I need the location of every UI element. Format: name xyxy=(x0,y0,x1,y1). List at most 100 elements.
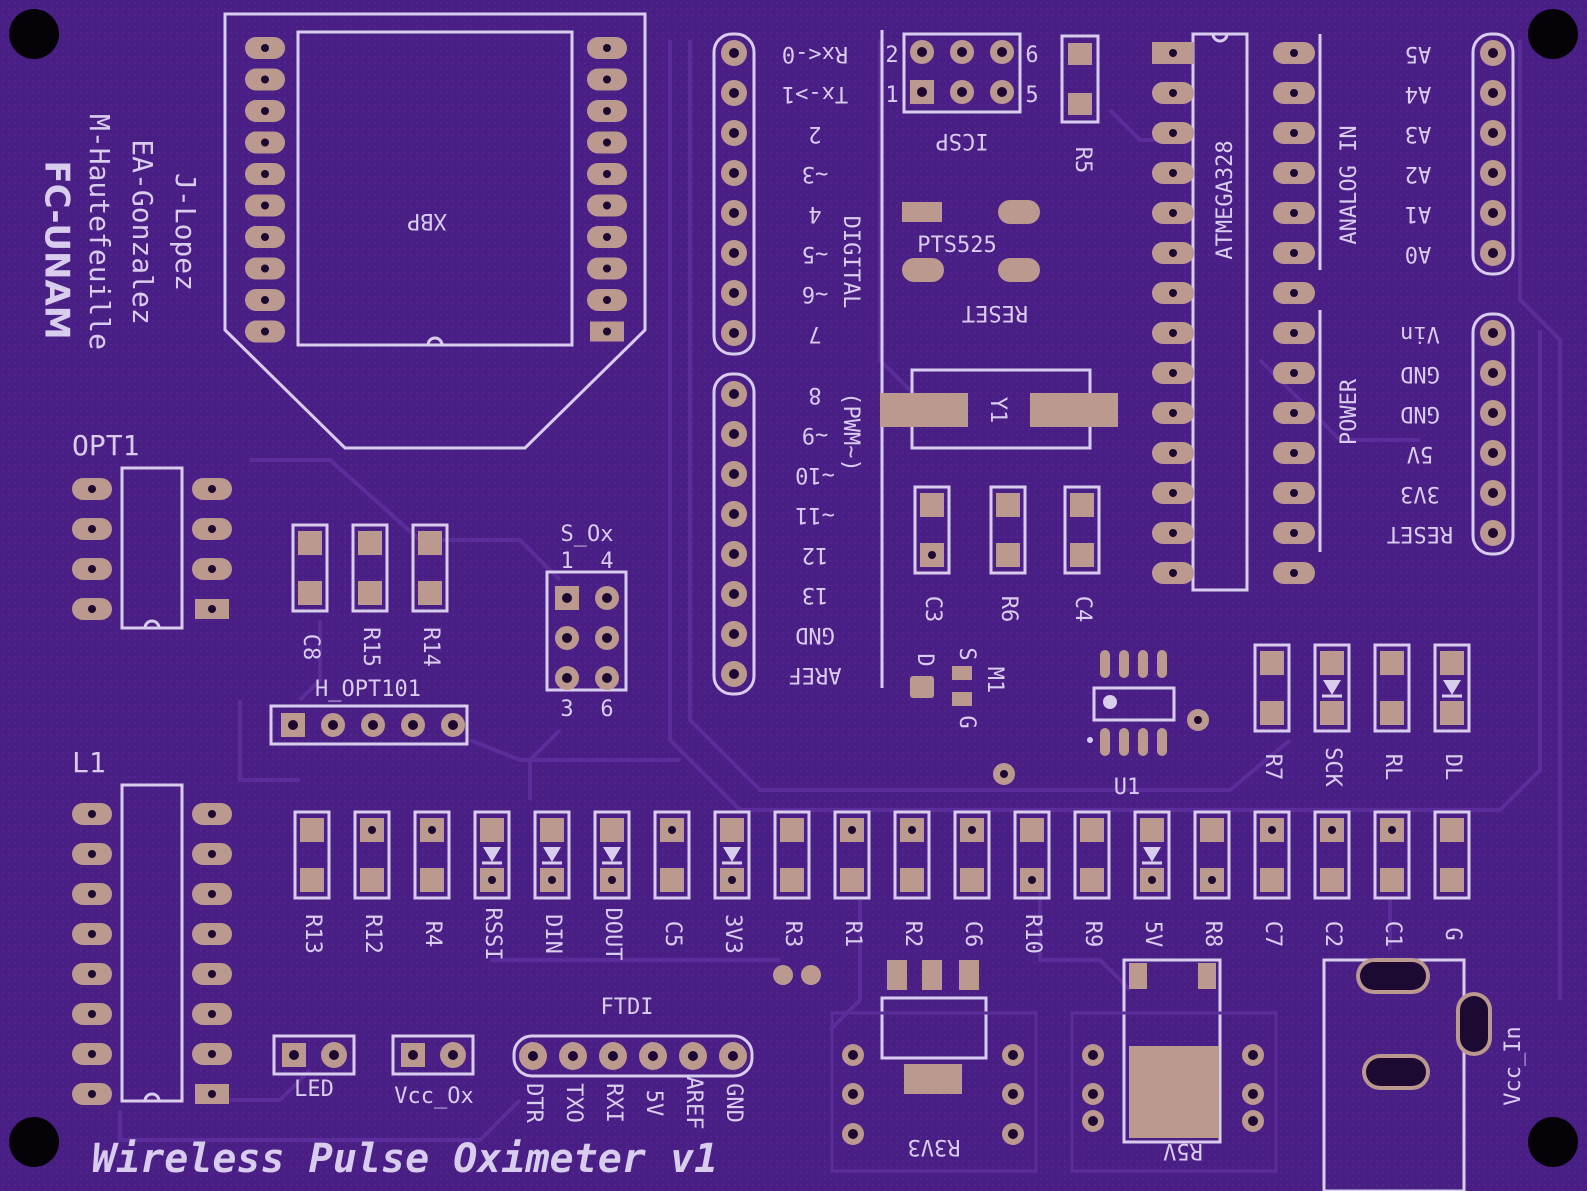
mount-hole-top-right xyxy=(1528,9,1578,59)
h-opt101-label: H_OPT101 xyxy=(315,677,421,702)
ftdi-pad-1-hole xyxy=(568,1051,578,1061)
part-row-g: G xyxy=(1433,810,1471,941)
digital-label: DIGITAL xyxy=(838,216,863,309)
u1-pad-bottom-2 xyxy=(1119,728,1129,756)
u1-chip: U1 xyxy=(1087,650,1209,800)
digital-pad-15-hole xyxy=(729,669,739,679)
xbee-pads-left xyxy=(245,37,285,343)
part-mid-c3-label: C3 xyxy=(920,596,945,623)
h-opt101-pad-2-hole xyxy=(328,720,338,730)
digital-pin-label-9: ~9 xyxy=(802,422,829,447)
atmega-pad-right-hole-7 xyxy=(1290,289,1298,297)
digital-pin-label-5-group: ~5 xyxy=(802,241,829,266)
part-row-rssi-pad-1 xyxy=(480,818,504,842)
s-ox-label: S_Ox xyxy=(561,522,614,547)
via-2-hole xyxy=(1194,716,1202,724)
atmega-pad-left-hole-5 xyxy=(1169,209,1177,217)
h-opt101-pad-4-hole xyxy=(408,720,418,730)
part-row-c1-label-group: C1 xyxy=(1380,921,1405,948)
power-label-group: POWER xyxy=(1337,378,1362,445)
part-row-r9-pad-1 xyxy=(1080,818,1104,842)
power-label: POWER xyxy=(1337,378,1362,445)
part-mid-r6-pad-1 xyxy=(996,493,1020,517)
digital-pin-label-10-group: ~10 xyxy=(795,462,835,487)
digital-pin-label-14-group: GND xyxy=(795,622,835,647)
power-pin-label-2-group: GND xyxy=(1400,401,1440,426)
analog-pin-label-4: A1 xyxy=(1405,201,1432,226)
credits-block: FC-UNAM xyxy=(37,160,77,339)
pts525-pad-2 xyxy=(998,200,1040,224)
led-pad-2-hole xyxy=(329,1050,339,1060)
part-row-3v3: 3V3 xyxy=(713,810,751,954)
part-row-c6: C6 xyxy=(953,810,991,948)
icsp-pad-1-hole xyxy=(917,47,927,57)
r3v3-label: R3V3 xyxy=(908,1134,961,1159)
digital-pin-label-2-group: 2 xyxy=(808,121,821,146)
part-row-c2-label: C2 xyxy=(1320,921,1345,948)
digital-pin-label-14: GND xyxy=(795,622,835,647)
part-mid-c3-pad-1 xyxy=(920,493,944,517)
credit-hautefeuille: M-Hautefeuille xyxy=(83,114,116,350)
r5-pad-2 xyxy=(1068,93,1092,115)
atmega-pad-left-hole-8 xyxy=(1169,329,1177,337)
small-parts-mid: C3 R6 C4 xyxy=(913,485,1101,623)
digital-pin-label-2: 2 xyxy=(808,121,821,146)
atmega-pad-left-hole-2 xyxy=(1169,89,1177,97)
l1-pad-right-7-hole xyxy=(208,1050,216,1058)
part-row-r4-pad-2 xyxy=(420,868,444,892)
part-row-g-label: G xyxy=(1440,927,1465,940)
atmega-pad-left-hole-10 xyxy=(1169,409,1177,417)
digital-pin-label-5: ~5 xyxy=(802,241,829,266)
r3v3-label-group: R3V3 xyxy=(908,1134,961,1159)
part-mid-r6-label: R6 xyxy=(996,596,1021,623)
m1-transistor: D S G M1 xyxy=(910,647,1015,785)
atmega-pad-right-hole-12 xyxy=(1290,489,1298,497)
part-mid-c4-label-group: C4 xyxy=(1070,596,1095,623)
r5-label-group: R5 xyxy=(1070,147,1095,174)
part-row-c2-label-group: C2 xyxy=(1320,921,1345,948)
digital-pad-2-hole xyxy=(729,128,739,138)
l1-pad-right-4-hole xyxy=(208,930,216,938)
part-row-c7-label-group: C7 xyxy=(1260,921,1285,948)
atmega-label: ATMEGA328 xyxy=(1213,140,1238,259)
digital-pad-5-hole xyxy=(729,248,739,258)
atmega-chip: ATMEGA328 xyxy=(1152,32,1315,592)
mount-hole-top-left xyxy=(9,9,59,59)
opt1-pad-right-3-hole xyxy=(208,565,216,573)
ftdi-pin-label-1: TXO xyxy=(561,1083,586,1123)
part-row-rssi: RSSI xyxy=(473,810,511,960)
part-row-c6-label: C6 xyxy=(960,921,985,948)
part-row-r3-pad-1 xyxy=(780,818,804,842)
s-ox-pin6-label: 6 xyxy=(600,697,613,722)
xbee-pad-left-5-hole xyxy=(261,170,269,178)
pts525-pad-3 xyxy=(902,258,944,282)
analog-pin-label-0-group: A5 xyxy=(1405,41,1432,66)
u1-pads xyxy=(1100,650,1167,756)
s-ox-pads xyxy=(555,586,619,690)
power-header-pads xyxy=(1471,312,1515,556)
part-row-5v-pad-1 xyxy=(1140,818,1164,842)
part-right-sck-label-group: SCK xyxy=(1320,747,1345,787)
part-r15-label: R15 xyxy=(358,627,383,667)
h-opt101-pads xyxy=(281,713,465,737)
m1-s-group: S xyxy=(954,647,979,660)
y1-pad-2 xyxy=(1030,393,1118,427)
digital-pad-6-hole xyxy=(729,288,739,298)
r3v3-hole-2-hole xyxy=(848,1089,858,1099)
part-right-r7: R7 xyxy=(1253,643,1291,780)
m1-pad-s xyxy=(952,666,972,680)
part-right-dl-pad-1 xyxy=(1440,651,1464,675)
ftdi-pin-label-5-group: GND xyxy=(721,1083,746,1123)
opt1-footprint: OPT1 xyxy=(72,429,232,630)
r3v3-hole-5-hole xyxy=(1008,1089,1018,1099)
opt1-label: OPT1 xyxy=(72,429,139,462)
atmega-pad-right-hole-11 xyxy=(1290,449,1298,457)
l1-pad-left-8-hole xyxy=(88,1090,96,1098)
icsp-pad-2-hole xyxy=(957,47,967,57)
credit-line2-group: M-Hautefeuille xyxy=(83,114,116,350)
l1-label: L1 xyxy=(72,746,106,779)
part-row-r12-label-group: R12 xyxy=(360,914,385,954)
ftdi-label: FTDI xyxy=(601,995,654,1020)
part-right-dl-label-group: DL xyxy=(1440,754,1465,781)
